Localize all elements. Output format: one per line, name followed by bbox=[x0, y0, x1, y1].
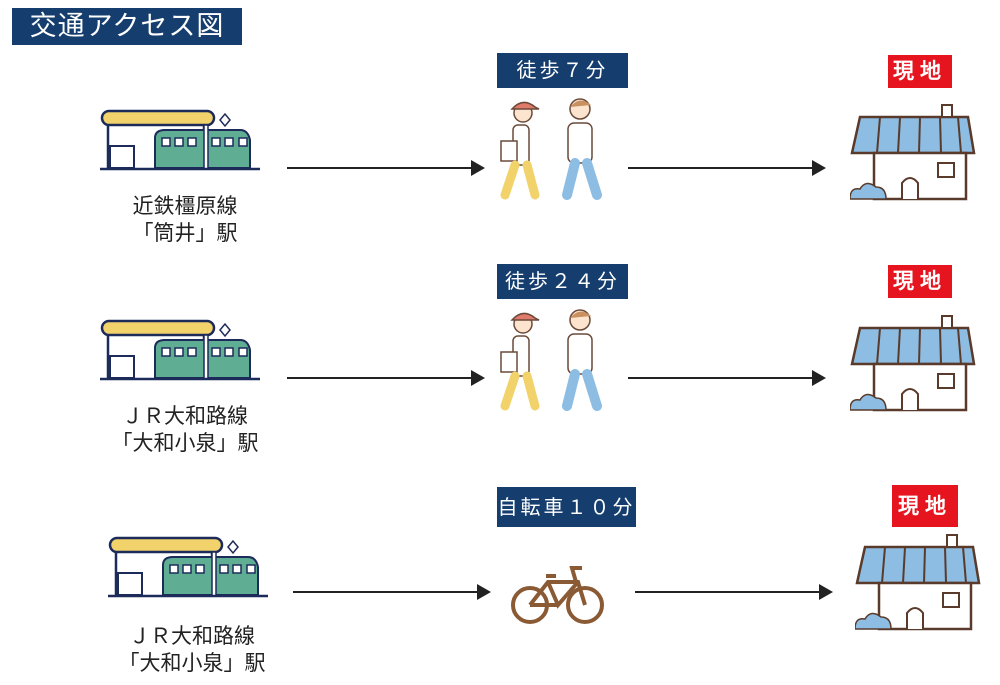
destination-badge: 現地 bbox=[888, 265, 952, 298]
arrow-icon bbox=[635, 584, 833, 600]
station-label: ＪＲ大和路線 「大和小泉」駅 bbox=[75, 403, 295, 457]
destination-badge: 現地 bbox=[888, 55, 952, 88]
arrow-icon bbox=[287, 370, 485, 386]
station-name: 「筒井」駅 bbox=[132, 221, 238, 245]
house-icon bbox=[850, 314, 976, 412]
station-label: ＪＲ大和路線 「大和小泉」駅 bbox=[82, 623, 302, 677]
train-station-icon bbox=[108, 536, 270, 598]
station-name: 「大和小泉」駅 bbox=[111, 431, 259, 455]
bicycle-icon bbox=[511, 566, 604, 624]
walkers-icon bbox=[495, 95, 610, 203]
station-line: 近鉄橿原線 bbox=[132, 194, 238, 218]
arrow-icon bbox=[628, 370, 826, 386]
station-label: 近鉄橿原線 「筒井」駅 bbox=[75, 193, 295, 247]
house-icon bbox=[850, 103, 976, 201]
station-name: 「大和小泉」駅 bbox=[118, 651, 266, 675]
station-line: ＪＲ大和路線 bbox=[122, 404, 248, 428]
arrow-icon bbox=[287, 160, 485, 176]
travel-mode-badge: 徒歩２４分 bbox=[497, 264, 628, 299]
house-icon bbox=[855, 533, 981, 631]
destination-badge: 現地 bbox=[892, 485, 958, 527]
station-line: ＪＲ大和路線 bbox=[129, 624, 255, 648]
travel-mode-badge: 自転車１０分 bbox=[497, 487, 636, 527]
walkers-icon bbox=[495, 306, 610, 414]
arrow-icon bbox=[628, 160, 826, 176]
travel-mode-badge: 徒歩７分 bbox=[497, 53, 628, 88]
train-station-icon bbox=[100, 109, 262, 171]
train-station-icon bbox=[100, 319, 262, 381]
page-title: 交通アクセス図 bbox=[12, 8, 242, 45]
arrow-icon bbox=[293, 584, 491, 600]
